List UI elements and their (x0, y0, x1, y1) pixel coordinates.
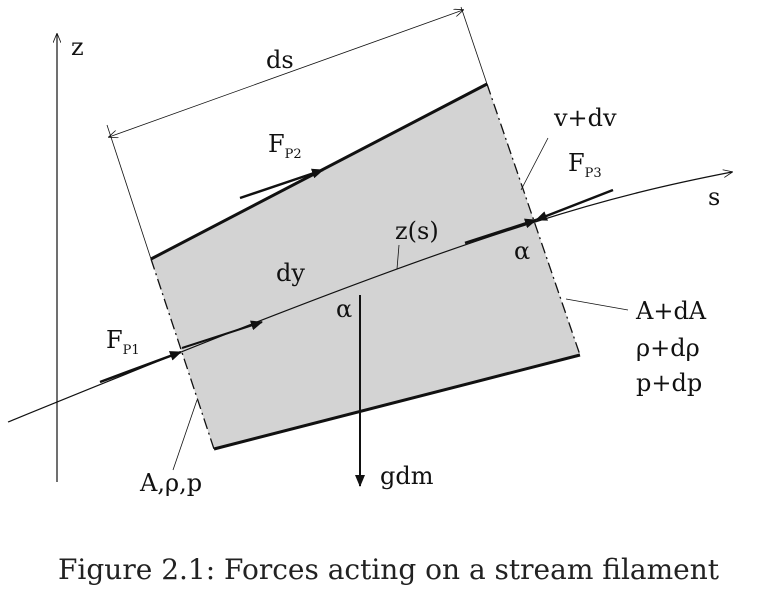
fp3-force-arrow (535, 188, 614, 222)
v-dv-leader (520, 137, 549, 191)
inlet-state-leader (172, 399, 198, 471)
z-axis-label: z (71, 33, 84, 61)
v-dv-label: v+dv (553, 104, 617, 132)
ds-dimension-line (109, 10, 463, 137)
ds-label: ds (266, 46, 294, 74)
alpha-mid-label: α (336, 295, 352, 323)
fp1-force-arrow (99, 350, 182, 384)
fp2-force-arrow (239, 168, 324, 200)
mid-velocity-arrow (181, 320, 263, 349)
element-inlet-face (150, 258, 215, 450)
gdm-label: gdm (380, 462, 434, 490)
fluid-element (151, 84, 580, 449)
fp3-label: FP3 (568, 149, 602, 181)
element-bottom-edge (213, 353, 581, 451)
fp1-label: FP1 (106, 326, 140, 358)
outlet-velocity-arrow (464, 218, 537, 245)
ds-extension-right (460, 6, 488, 85)
inlet-state-label: A,ρ,p (139, 469, 202, 497)
z-of-s-label: z(s) (395, 217, 439, 245)
rho-drho-label: ρ+dρ (636, 334, 700, 362)
ds-extension-left (106, 124, 152, 260)
s-axis-label: s (708, 183, 720, 211)
dy-label: dy (276, 259, 305, 287)
A-dA-label: A+dA (635, 297, 707, 325)
figure-caption: Figure 2.1: Forces acting on a stream fi… (58, 553, 719, 586)
alpha-outlet-label: α (514, 237, 530, 265)
element-outlet-face (486, 83, 581, 356)
A-dA-leader (565, 298, 629, 311)
p-dp-label: p+dp (636, 369, 702, 397)
z-of-s-leader (396, 244, 400, 270)
fp2-label: FP2 (268, 130, 302, 162)
